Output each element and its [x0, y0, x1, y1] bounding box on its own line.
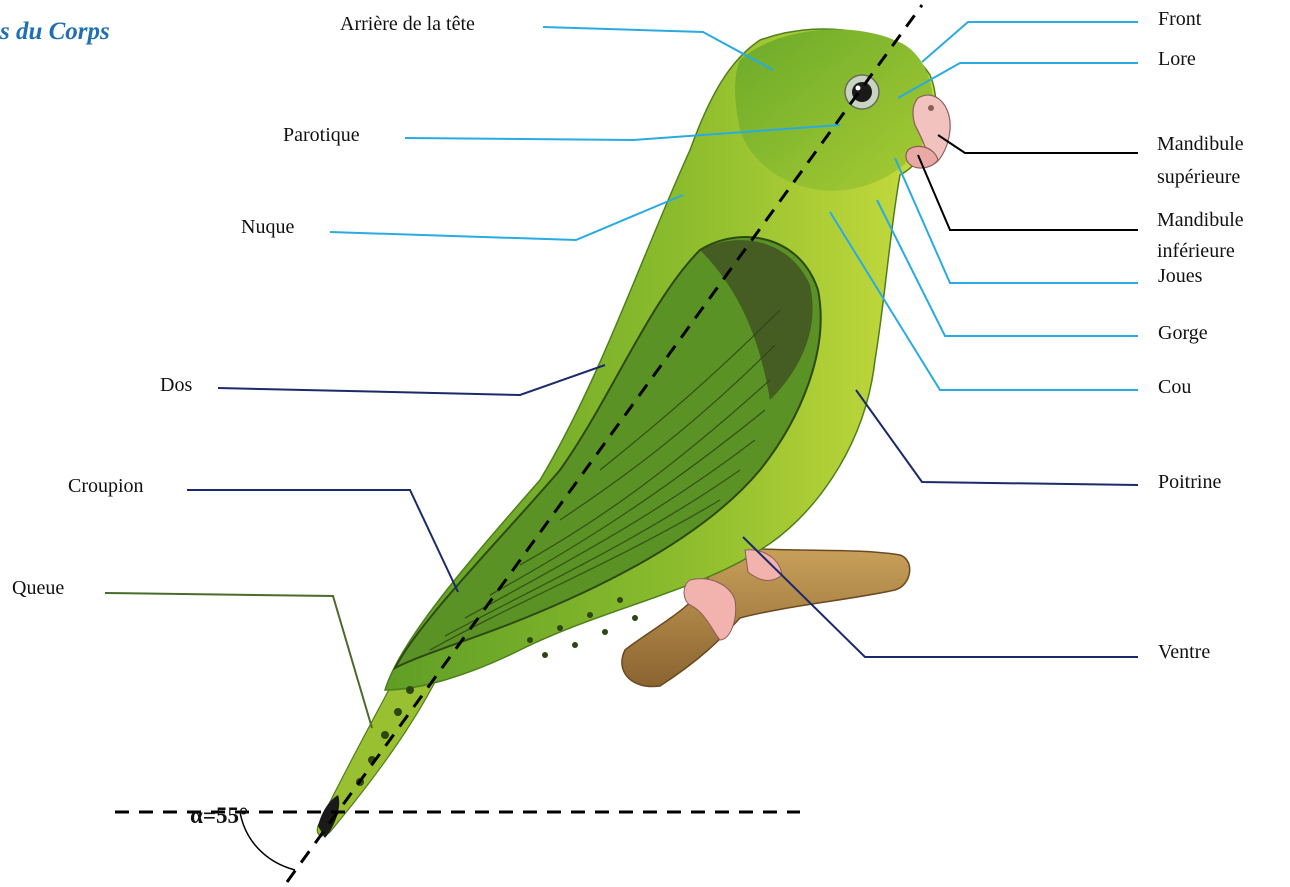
leader-mandibule-sup [938, 135, 1138, 153]
leader-parotique [405, 125, 840, 140]
leader-lore [898, 63, 1138, 98]
label-gorge: Gorge [1158, 321, 1208, 345]
label-poitrine: Poitrine [1158, 470, 1221, 494]
leader-queue [105, 593, 372, 728]
leader-nuque [330, 195, 683, 240]
leader-joues [895, 158, 1138, 283]
label-joues: Joues [1158, 264, 1202, 288]
label-lore: Lore [1158, 47, 1196, 71]
label-parotique: Parotique [283, 123, 360, 147]
leader-cou [830, 212, 1138, 390]
angle-arc [240, 812, 295, 870]
leader-poitrine [856, 390, 1138, 485]
leader-ventre [743, 537, 1138, 657]
label-croupion: Croupion [68, 474, 144, 498]
label-cou: Cou [1158, 375, 1191, 399]
leader-gorge [877, 200, 1138, 336]
leader-croupion [187, 490, 458, 592]
label-dos: Dos [160, 373, 192, 397]
diagram-title: s du Corps [0, 18, 110, 46]
angle-label: α=55° [190, 803, 248, 829]
label-ventre: Ventre [1158, 640, 1210, 664]
label-mandibule-inf-line2: inférieure [1157, 239, 1235, 263]
leader-front [922, 22, 1138, 62]
label-mandibule-sup-line1: Mandibule [1157, 132, 1244, 156]
leader-dos [218, 365, 605, 395]
label-arriere-tete: Arrière de la tête [340, 12, 475, 36]
label-mandibule-inf-line1: Mandibule [1157, 208, 1244, 232]
label-front: Front [1158, 7, 1201, 31]
label-mandibule-sup-line2: supérieure [1157, 165, 1240, 189]
label-queue: Queue [12, 576, 64, 600]
label-nuque: Nuque [241, 215, 294, 239]
leader-arriere-tete [543, 27, 773, 70]
body-axis-line [287, 5, 922, 882]
leader-mandibule-inf [918, 155, 1138, 230]
